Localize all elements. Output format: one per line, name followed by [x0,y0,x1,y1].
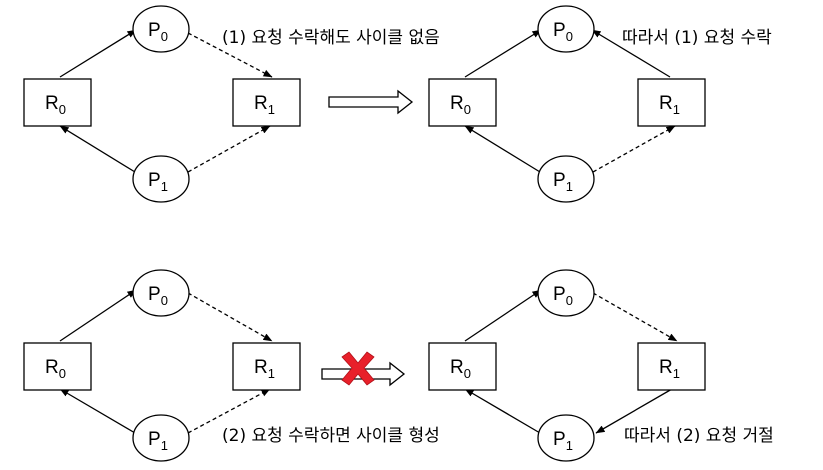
edge-p1-to-r1-dashed [187,125,271,173]
red-x-icon [341,351,375,386]
edge-r0-to-p0 [59,289,137,342]
resource-r1: R1 [637,342,706,391]
graph-bottom-left: P0 P1 R0 R1 [23,269,301,462]
resource-r1: R1 [232,342,301,391]
process-p1: P1 [132,155,190,203]
resource-r0: R0 [428,78,497,127]
process-p0: P0 [537,5,595,53]
edge-p1-to-r1-dashed [187,388,271,434]
process-p1: P1 [537,155,595,203]
process-p1: P1 [537,414,595,462]
svg-text:P0: P0 [553,284,573,308]
edge-r0-to-p0 [59,29,137,78]
process-p0: P0 [132,5,190,53]
resource-r0: R0 [23,342,92,391]
edge-r1-to-p0 [591,29,671,78]
svg-text:P1: P1 [148,429,168,453]
svg-text:R0: R0 [450,357,471,381]
graph-bottom-right: P0 P1 R0 R1 [428,269,706,462]
edge-r0-to-p0 [464,289,542,342]
svg-text:R0: R0 [45,357,66,381]
svg-text:R0: R0 [450,93,471,117]
svg-text:R0: R0 [45,93,66,117]
hollow-right-arrow-icon [328,89,414,115]
graph-top-right: P0 P1 R0 R1 [428,5,706,203]
resource-r1: R1 [637,78,706,127]
process-p0: P0 [132,269,190,317]
edge-p0-to-r1-dashed [187,32,273,78]
caption-bottom-right: 따라서 (2) 요청 거절 [624,426,774,446]
svg-text:P1: P1 [553,429,573,453]
svg-text:R1: R1 [659,357,680,381]
svg-text:R1: R1 [659,93,680,117]
edge-p0-to-r1-dashed [592,292,678,342]
svg-text:P0: P0 [148,20,168,44]
svg-text:P1: P1 [553,170,573,194]
svg-text:R1: R1 [254,93,275,117]
edge-r1-to-p1 [595,388,673,434]
svg-text:R1: R1 [254,357,275,381]
edge-p0-to-r1-dashed [187,292,273,342]
edge-p1-to-r1-dashed [592,125,676,173]
process-p0: P0 [537,269,595,317]
caption-top-left: (1) 요청 수락해도 사이클 없음 [222,28,440,48]
edge-p1-to-r0 [59,388,136,434]
svg-text:P0: P0 [148,284,168,308]
caption-bottom-left: (2) 요청 수락하면 사이클 형성 [222,426,440,446]
edge-p1-to-r0 [464,125,541,173]
resource-r0: R0 [23,78,92,127]
edge-p1-to-r0 [59,125,136,173]
process-p1: P1 [132,414,190,462]
svg-text:P0: P0 [553,20,573,44]
svg-text:P1: P1 [148,170,168,194]
edge-p1-to-r0 [464,388,541,434]
resource-r1: R1 [232,78,301,127]
resource-r0: R0 [428,342,497,391]
edge-r0-to-p0 [464,29,542,78]
graph-top-left: P0 P1 R0 R1 [23,5,301,203]
caption-top-right: 따라서 (1) 요청 수락 [622,28,772,48]
